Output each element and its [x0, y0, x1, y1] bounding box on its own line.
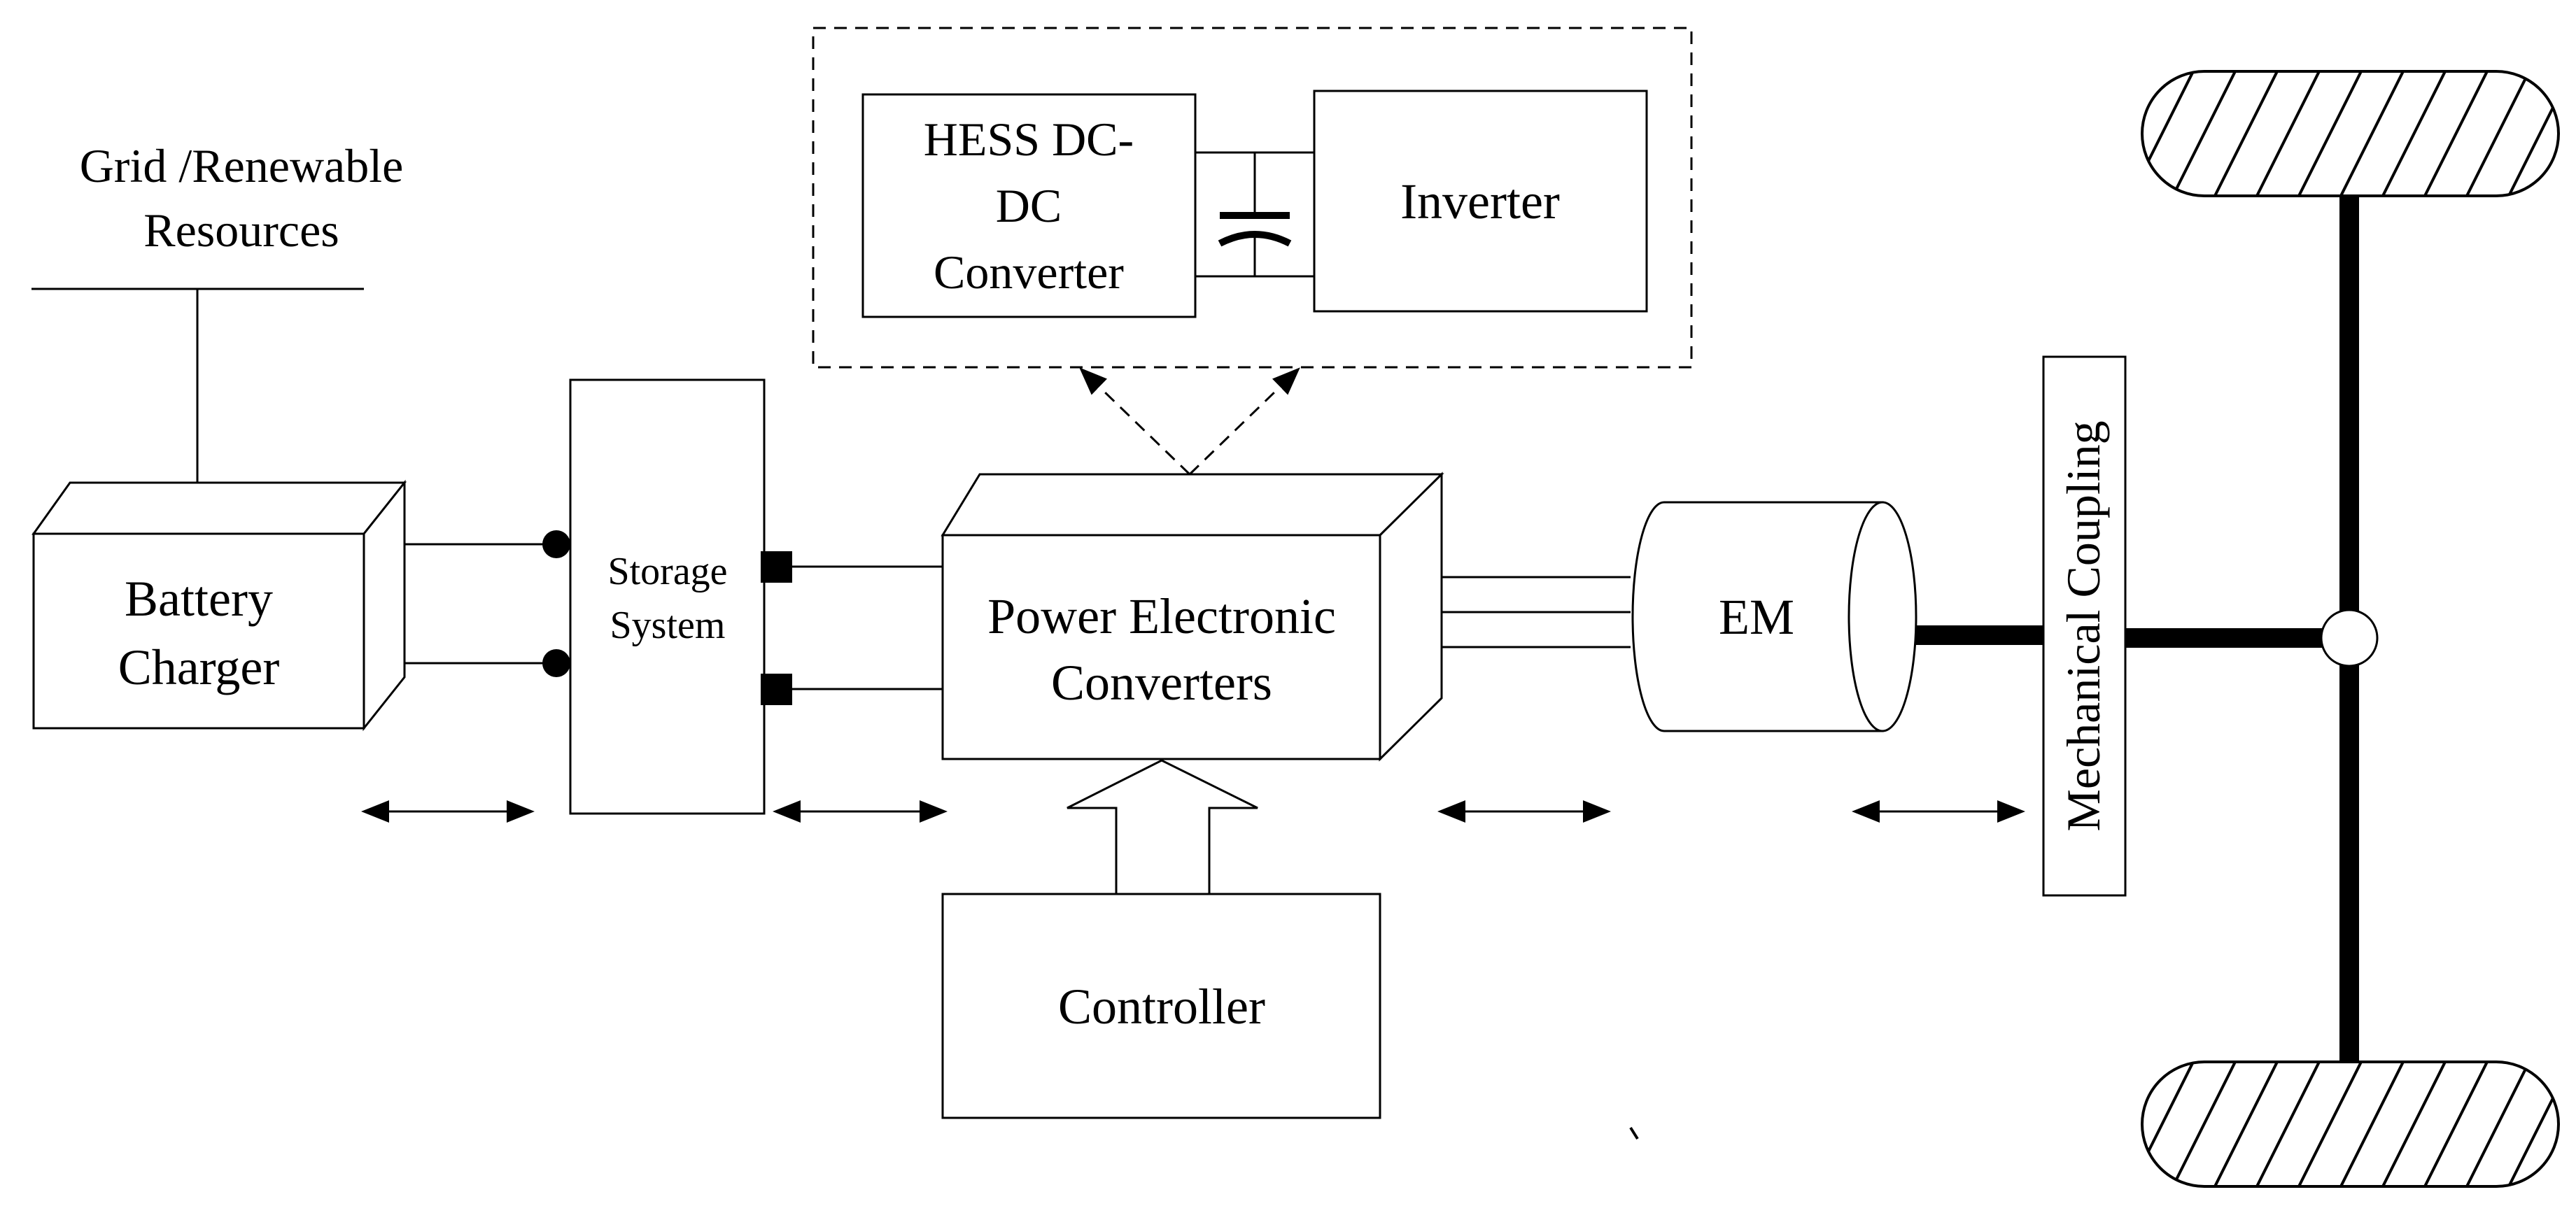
- storage-label-line2: System: [610, 604, 726, 647]
- stray-mark: [1629, 1126, 1639, 1140]
- storage-system-box: Storage System: [569, 378, 766, 815]
- hess-label-line2: DC: [996, 179, 1062, 232]
- inverter-box: [1313, 90, 1648, 313]
- controller-to-pec-arrow: [1067, 759, 1258, 895]
- charger-storage-connection: [404, 530, 570, 677]
- pec-label-line2: Converters: [1051, 655, 1272, 711]
- axle-assembly: [2141, 70, 2560, 1188]
- hess-dc-dc-converter-box: [861, 93, 1197, 318]
- em-label: EM: [1719, 589, 1794, 645]
- power-electronic-converters-box: Power Electronic Converters: [941, 471, 1444, 762]
- controller-label: Controller: [1058, 979, 1265, 1035]
- wheel-bottom: [2141, 1060, 2560, 1188]
- grid-label-line1: Grid /Renewable: [80, 139, 404, 192]
- hess-inverter-detail: HESS DC- DC Converter Inverter: [812, 27, 1693, 369]
- battery-charger-box: Battery Charger: [31, 479, 407, 732]
- mechanical-coupling-box: Mechanical Coupling: [2042, 355, 2127, 897]
- storage-label-line1: Storage: [607, 550, 727, 593]
- pec-detail-arrows: [1079, 367, 1300, 476]
- electric-machine: EM: [1631, 501, 1917, 732]
- terminal-square-top: [761, 551, 792, 583]
- mechanical-coupling-label: Mechanical Coupling: [2057, 420, 2110, 831]
- terminal-square-bottom: [761, 674, 792, 705]
- hess-label-line3: Converter: [934, 246, 1124, 299]
- grid-label-line2: Resources: [143, 204, 339, 257]
- hess-label-line1: HESS DC-: [924, 113, 1134, 166]
- grid-renewable-resources: Grid /Renewable Resources: [31, 139, 403, 483]
- storage-pec-connection: [761, 551, 943, 705]
- three-phase-lines: [1442, 576, 1631, 648]
- connector-dot-bottom: [542, 649, 570, 677]
- controller-box: Controller: [941, 893, 1381, 1119]
- connector-dot-top: [542, 530, 570, 558]
- battery-charger-label-line2: Charger: [118, 639, 280, 695]
- dc-link-capacitor: [1195, 151, 1314, 278]
- inverter-label: Inverter: [1400, 173, 1560, 229]
- battery-charger-label-line1: Battery: [125, 571, 273, 627]
- wheel-top: [2141, 70, 2560, 197]
- pec-label-line1: Power Electronic: [987, 588, 1336, 644]
- differential-joint: [2320, 609, 2379, 667]
